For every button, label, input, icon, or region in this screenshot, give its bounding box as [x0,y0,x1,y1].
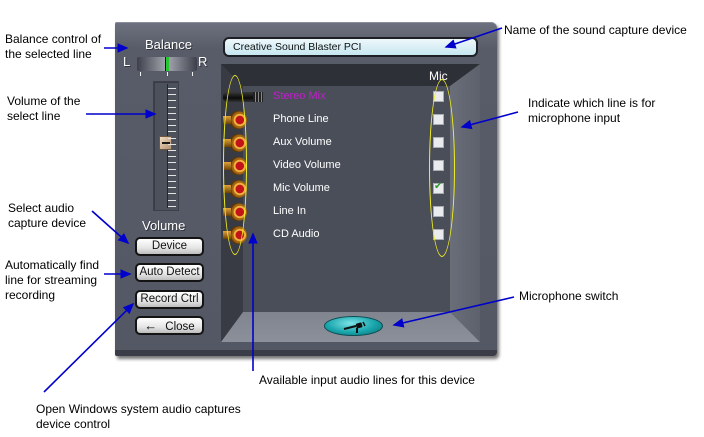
balance-tick [192,72,193,76]
annotation-text: Indicate which line is for [528,96,656,110]
annotation-mic-input: Indicate which line is for microphone in… [528,96,655,126]
balance-tick [140,72,141,76]
annotation-input-lines: Available input audio lines for this dev… [259,373,475,388]
arrow-device-name [444,27,503,49]
volume-tick [168,156,176,158]
balance-slider-thumb[interactable] [165,57,169,71]
frame-top-bevel [221,64,480,86]
input-line-name[interactable]: Aux Volume [273,136,332,148]
input-line-name[interactable]: Video Volume [273,159,341,171]
balance-left-label: L [123,54,131,69]
volume-tick [168,94,176,96]
microphone-icon [343,321,366,333]
input-lines-area [221,64,480,342]
device-name-field: Creative Sound Blaster PCI [223,37,478,57]
volume-tick [168,106,176,108]
annotation-text: Name of the sound capture device [504,23,687,37]
frame-right-bevel [450,64,480,342]
annotation-text: Automatically find [5,258,100,272]
arrow-record-ctrl [43,302,135,393]
annotation-text: Volume of the [7,94,81,108]
annotation-device-name: Name of the sound capture device [504,23,687,38]
record-ctrl-button[interactable]: Record Ctrl [135,290,204,309]
input-line-name[interactable]: Stereo Mix [273,90,326,102]
audio-capture-panel: Balance L R Volume Device Auto Detect Re… [115,22,497,356]
volume-tick [168,137,176,139]
annotation-text: recording [5,288,56,302]
annotation-text: Open Windows system audio captures [36,402,241,416]
annotation-record-ctrl: Open Windows system audio captures devic… [36,402,241,432]
volume-tick [168,112,176,114]
annotation-volume: Volume of the select line [7,94,80,124]
annotation-balance: Balance control of the selected line [5,32,101,62]
annotation-text: line for streaming [5,273,98,287]
volume-tick [168,168,176,170]
annotation-text: device control [36,417,111,431]
balance-label: Balance [145,37,192,52]
arrow-mic-input [460,111,519,130]
volume-tick [168,150,176,151]
arrow-left-icon: ← [144,318,158,333]
annotation-auto-detect: Automatically find line for streaming re… [5,258,99,303]
device-button[interactable]: Device [135,237,204,256]
volume-slider-thumb[interactable] [159,136,172,150]
volume-tick [168,174,176,176]
annotation-text: microphone input [528,111,621,125]
input-line-name[interactable]: CD Audio [273,228,320,240]
annotation-text: Available input audio lines for this dev… [259,373,475,387]
annotation-text: the selected line [5,47,92,61]
balance-slider[interactable] [137,57,197,71]
annotation-text: Select audio [8,201,75,215]
volume-slider[interactable] [153,81,179,211]
microphone-switch-button[interactable] [324,316,383,336]
volume-tick [168,199,176,201]
input-line-name[interactable]: Line In [273,205,307,217]
volume-tick [168,162,176,164]
annotation-text: Balance control of [5,32,102,46]
volume-tick [168,125,176,127]
balance-right-label: R [198,54,208,69]
volume-tick [168,143,176,145]
volume-tick [168,100,176,102]
close-button-label: Close [165,321,195,333]
annotation-mic-switch: Microphone switch [519,289,618,304]
annotation-text: Microphone switch [519,289,619,303]
input-lines-background [221,86,450,312]
volume-tick [168,119,176,120]
annotation-text: select line [7,109,61,123]
arrow-device [91,210,130,245]
balance-tick [167,72,168,76]
input-line-name[interactable]: Phone Line [273,113,329,125]
volume-tick [168,131,176,133]
volume-label: Volume [142,218,186,233]
annotation-ellipse-mic [429,79,455,257]
close-button[interactable]: ← Close [135,316,204,335]
volume-tick [168,205,176,207]
volume-tick [168,187,176,189]
annotation-ellipse-jacks [223,75,247,255]
annotation-text: capture device [8,216,87,230]
volume-tick [168,88,176,89]
input-line-name[interactable]: Mic Volume [273,182,330,194]
volume-tick [168,193,176,195]
auto-detect-button[interactable]: Auto Detect [135,263,204,282]
annotation-device: Select audio capture device [8,201,86,231]
volume-tick [168,181,176,182]
arrow-mic-switch [392,296,515,328]
